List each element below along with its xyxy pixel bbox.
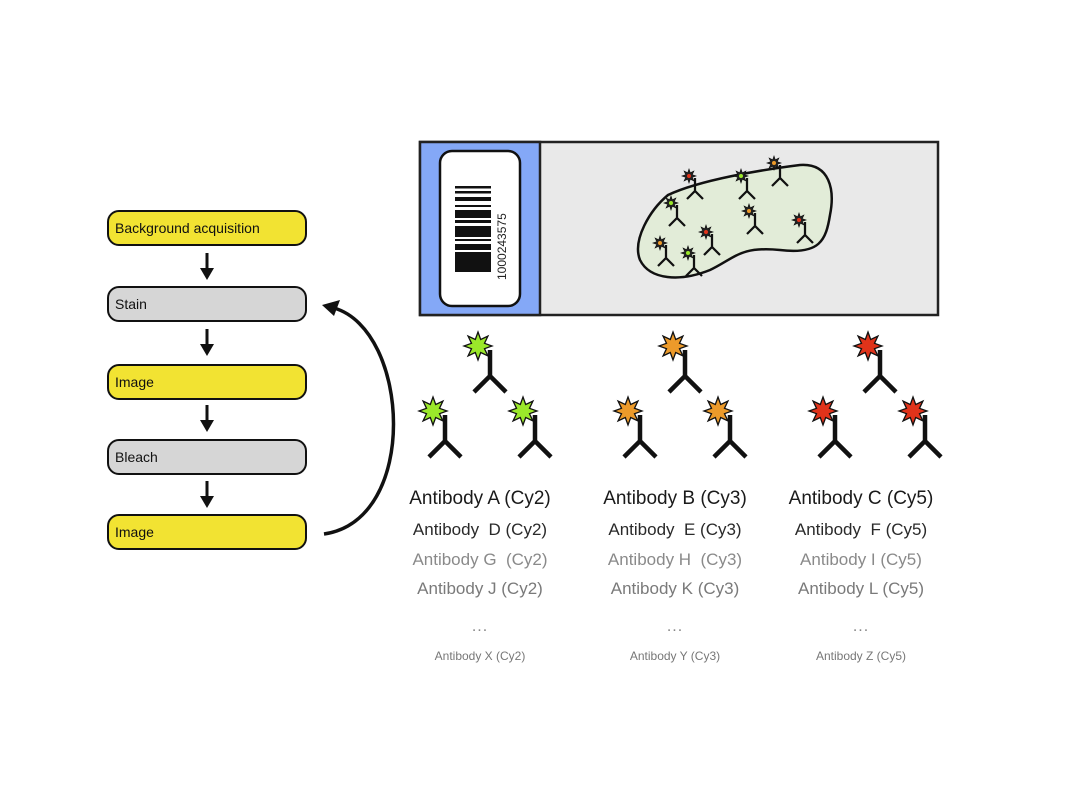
tissue-antibody-icon <box>732 167 756 200</box>
step-label: Bleach <box>115 449 158 465</box>
fluorophore-star-icon <box>507 395 539 427</box>
tissue-antibody-icon <box>697 223 721 256</box>
step-label: Background acquisition <box>115 220 260 236</box>
antibody-label: Antibody D (Cy2) <box>412 520 548 539</box>
antibody-label: Antibody E (Cy3) <box>608 520 742 539</box>
step-bleach: Bleach <box>107 439 307 475</box>
tissue-antibody-icon <box>740 202 764 235</box>
step-stain: Stain <box>107 286 307 322</box>
antibody-label-last: Antibody Z (Cy5) <box>815 649 907 663</box>
antibody-label: Antibody F (Cy5) <box>794 520 928 539</box>
step-background-acquisition: Background acquisition <box>107 210 307 246</box>
step-label: Stain <box>115 296 147 312</box>
antibody-cy3-icon <box>657 330 703 394</box>
antibody-label: Antibody J (Cy2) <box>417 579 543 598</box>
barcode-icon <box>455 186 491 272</box>
fluorophore-star-icon <box>612 395 644 427</box>
antibody-label-last: Antibody X (Cy2) <box>434 649 526 663</box>
down-arrow-icon <box>200 329 214 356</box>
tissue-antibody-icon <box>790 211 814 244</box>
fluorophore-star-icon <box>417 395 449 427</box>
ellipsis: ... <box>852 618 870 635</box>
fluorophore-star-icon <box>702 395 734 427</box>
antibody-cy3-icon <box>612 395 658 459</box>
antibody-cy5-icon <box>852 330 898 394</box>
tissue-antibody-icon <box>765 154 789 187</box>
step-label: Image <box>115 524 154 540</box>
ellipsis: ... <box>666 618 684 635</box>
step-image-1: Image <box>107 364 307 400</box>
antibody-label: Antibody H (Cy3) <box>607 550 743 569</box>
antibody-label: Antibody K (Cy3) <box>610 579 740 598</box>
antibody-label: Antibody I (Cy5) <box>800 550 922 569</box>
antibody-label-last: Antibody Y (Cy3) <box>629 649 721 663</box>
antibody-cy3-icon <box>702 395 748 459</box>
fluorophore-star-icon <box>897 395 929 427</box>
down-arrow-icon <box>200 405 214 432</box>
step-image-2: Image <box>107 514 307 550</box>
antibody-label: Antibody B (Cy3) <box>603 488 747 509</box>
antibody-cy2-icon <box>507 395 553 459</box>
antibody-label: Antibody L (Cy5) <box>798 579 924 598</box>
antibody-label: Antibody G (Cy2) <box>412 550 548 569</box>
down-arrow-icon <box>200 481 214 508</box>
tissue-antibody-icon <box>662 194 686 227</box>
antibody-cy2-icon <box>417 395 463 459</box>
fluorophore-star-icon <box>462 330 494 362</box>
antibody-cy5-icon <box>807 395 853 459</box>
antibody-cy5-icon <box>897 395 943 459</box>
fluorophore-star-icon <box>807 395 839 427</box>
microscope-slide: 1000243575 <box>418 140 940 317</box>
barcode-number: 1000243575 <box>495 213 509 280</box>
loop-arrow-icon <box>322 300 396 536</box>
tissue-antibody-icon <box>679 244 703 277</box>
antibody-label: Antibody C (Cy5) <box>788 488 934 509</box>
tissue-antibody-icon <box>651 234 675 267</box>
fluorophore-star-icon <box>657 330 689 362</box>
tissue-antibody-icon <box>680 167 704 200</box>
ellipsis: ... <box>471 618 489 635</box>
down-arrow-icon <box>200 253 214 280</box>
fluorophore-star-icon <box>852 330 884 362</box>
antibody-cy2-icon <box>462 330 508 394</box>
antibody-label: Antibody A (Cy2) <box>409 488 551 509</box>
step-label: Image <box>115 374 154 390</box>
